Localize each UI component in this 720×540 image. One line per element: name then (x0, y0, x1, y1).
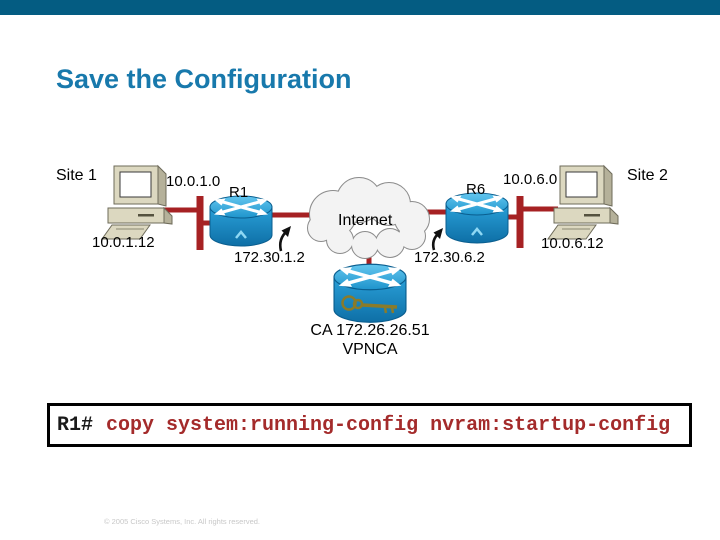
site2-label: Site 2 (627, 167, 668, 184)
key-icon (341, 295, 398, 314)
site1-network-label: 10.0.1.0 (166, 173, 221, 190)
site1-host-ip-label: 10.0.1.12 (92, 234, 155, 251)
ca-server-name-label: VPNCA (342, 341, 398, 358)
lan-segment-left (196, 196, 204, 250)
router-r1-label: R1 (229, 184, 249, 201)
lan-segment-right (516, 196, 524, 248)
router-r6-label: R6 (466, 181, 486, 198)
router-r1-icon (208, 194, 274, 248)
cli-command-text: copy system:running-config nvram:startup… (106, 413, 671, 437)
pc-site1-icon (101, 165, 173, 240)
wan-ip-arrow-left (278, 226, 291, 252)
wan-ip-arrow-right (431, 228, 443, 251)
site1-label: Site 1 (56, 167, 97, 184)
ca-server-icon (332, 262, 408, 324)
router-r1-front-mark (235, 230, 247, 239)
cli-command-box: R1# copy system:running-config nvram:sta… (47, 403, 692, 447)
internet-label: Internet (338, 212, 393, 229)
pc-site2-icon (547, 165, 619, 240)
page-title: Save the Configuration (56, 64, 352, 94)
ca-server-ip-label: CA 172.26.26.51 (310, 322, 430, 339)
router-r1-wan-ip-label: 172.30.1.2 (234, 249, 305, 266)
router-r6-front-mark (471, 227, 483, 236)
internet-cloud-icon (307, 177, 430, 259)
router-r6-wan-ip-label: 172.30.6.2 (414, 249, 485, 266)
router-r6-icon (444, 191, 510, 245)
site2-network-label: 10.0.6.0 (503, 171, 558, 188)
cli-prompt: R1# (57, 413, 94, 437)
site2-host-ip-label: 10.0.6.12 (541, 235, 604, 252)
copyright-footer: © 2005 Cisco Systems, Inc. All rights re… (104, 517, 261, 526)
header-accent-bar (0, 0, 720, 15)
